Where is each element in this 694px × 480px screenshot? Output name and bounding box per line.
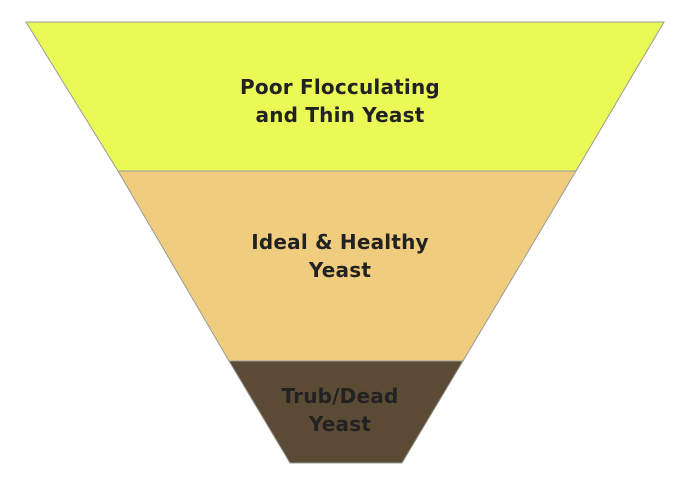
funnel-layer-bottom [228, 360, 464, 464]
funnel-layer-bottom-label-line-1: Trub/Dead [281, 384, 399, 408]
funnel-layer-middle-label-line-2: Yeast [308, 258, 372, 282]
funnel-layer-top-label: Poor Flocculating and Thin Yeast [190, 73, 490, 129]
funnel-layer-top-label-line-1: Poor Flocculating [240, 75, 440, 99]
funnel-layer-top-label-line-2: and Thin Yeast [255, 103, 425, 127]
funnel-layer-middle-label: Ideal & Healthy Yeast [190, 228, 490, 284]
funnel-layer-bottom-label-line-2: Yeast [308, 412, 372, 436]
funnel-layer-bottom-label: Trub/Dead Yeast [190, 382, 490, 438]
funnel-layer-middle-label-line-1: Ideal & Healthy [251, 230, 429, 254]
